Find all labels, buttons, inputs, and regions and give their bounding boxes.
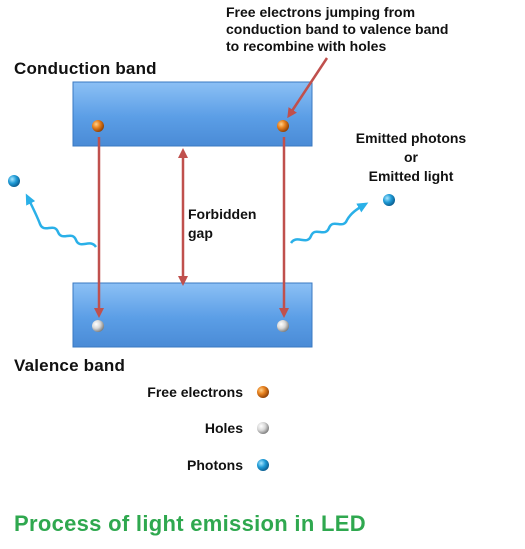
annotation-line-3: to recombine with holes: [226, 38, 387, 54]
emitted-line-2: or: [404, 149, 418, 165]
forbidden-gap-line-2: gap: [188, 225, 213, 241]
emitted-line-3: Emitted light: [368, 168, 454, 184]
hole-icon: [257, 422, 269, 434]
diagram-caption: Process of light emission in LED: [14, 511, 366, 536]
legend-photons-label: Photons: [187, 457, 243, 473]
forbidden-gap-label: Forbidden gap: [188, 205, 256, 243]
electron-left: [92, 120, 104, 132]
legend-electrons-label: Free electrons: [147, 384, 243, 400]
electron-icon: [257, 386, 269, 398]
annotation-line-1: Free electrons jumping from: [226, 4, 416, 20]
legend-holes-label: Holes: [204, 420, 243, 436]
photon-right: [383, 194, 395, 206]
annotation-text: Free electrons jumping from conduction b…: [226, 4, 506, 55]
left-light-wave: [25, 193, 98, 248]
forbidden-gap-line-1: Forbidden: [188, 206, 257, 222]
photon-icon: [257, 459, 269, 471]
hole-left: [92, 320, 104, 332]
valence-band-label: Valence band: [14, 356, 126, 375]
conduction-band-rect: [72, 81, 313, 147]
annotation-line-2: conduction band to valence band: [226, 21, 449, 37]
emitted-line-1: Emitted photons: [355, 130, 467, 146]
emitted-light-text: Emitted photons or Emitted light: [336, 130, 486, 185]
photon-left: [8, 175, 20, 187]
valence-band-rect: [72, 282, 313, 348]
annotation-pointer-arrow: [287, 57, 329, 119]
electron-right: [277, 120, 289, 132]
conduction-band-label: Conduction band: [14, 59, 157, 78]
right-light-wave: [289, 202, 369, 244]
hole-right: [277, 320, 289, 332]
